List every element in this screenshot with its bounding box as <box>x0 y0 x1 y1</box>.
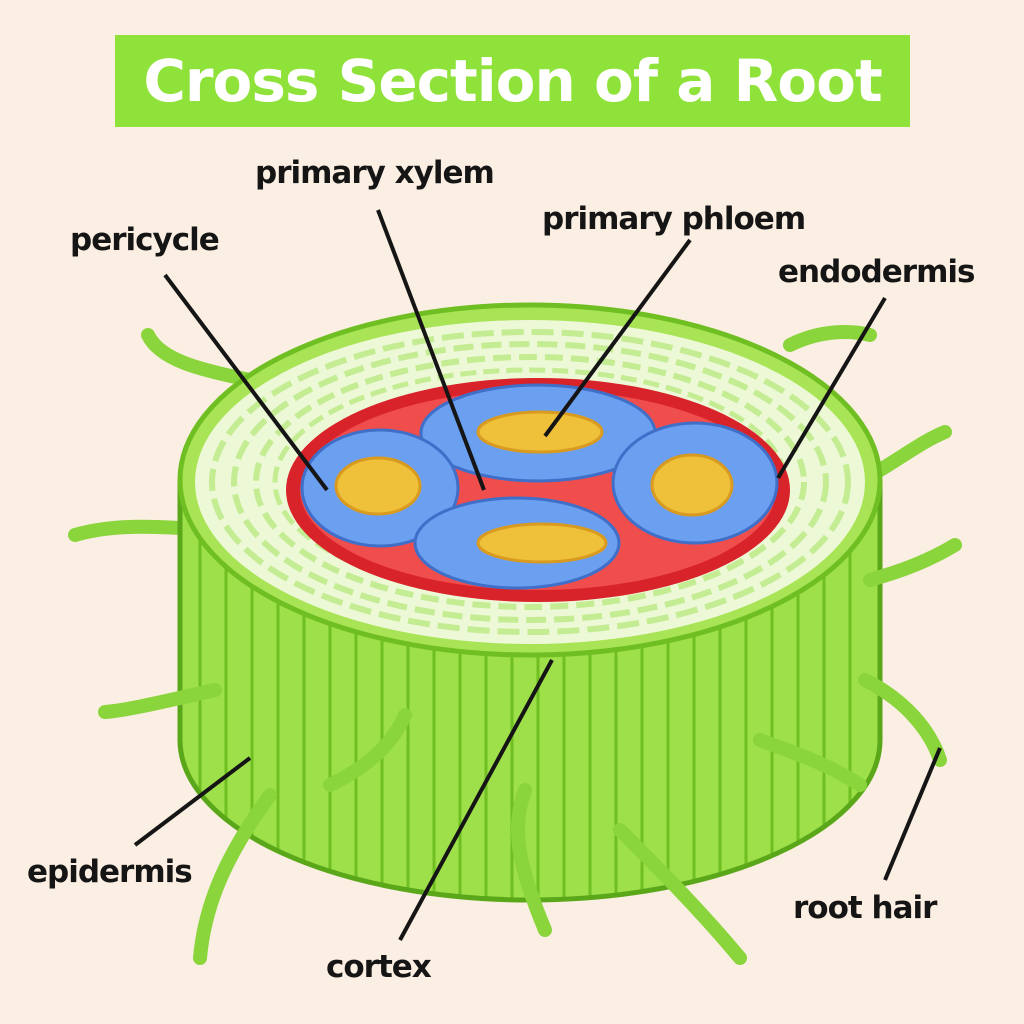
leader-epidermis <box>133 756 252 847</box>
label-root-hair: root hair <box>793 890 937 926</box>
diagram-title: Cross Section of a Root <box>143 47 882 115</box>
epidermis-stripes <box>198 530 852 900</box>
label-epidermis: epidermis <box>27 854 193 890</box>
root-hairs-front <box>98 538 962 965</box>
root-top-face <box>177 302 883 658</box>
leader-endodermis <box>776 296 887 480</box>
leader-root-hair <box>883 747 942 881</box>
label-cortex: cortex <box>326 949 432 985</box>
phloem-bundles <box>300 383 779 590</box>
leader-cortex <box>398 659 554 941</box>
label-primary-phloem: primary phloem <box>542 201 806 237</box>
label-primary-xylem: primary xylem <box>255 155 495 191</box>
title-banner: Cross Section of a Root <box>115 35 910 127</box>
leader-primary-phloem <box>543 238 692 438</box>
leader-pericycle <box>163 273 329 492</box>
label-pericycle: pericycle <box>70 222 220 258</box>
label-endodermis: endodermis <box>778 254 975 290</box>
leader-lines <box>133 209 942 941</box>
xylem-bundles <box>334 410 734 564</box>
leader-primary-xylem <box>376 209 486 491</box>
